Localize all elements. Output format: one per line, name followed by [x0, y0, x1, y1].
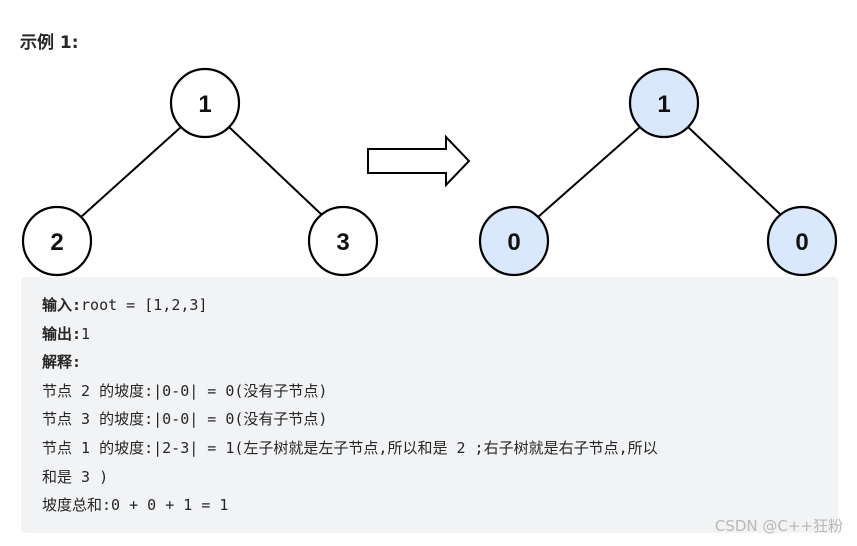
input-line: 输入:root = [1,2,3] — [42, 291, 816, 320]
input-label: 输入: — [42, 296, 82, 314]
tree-node-circle — [628, 67, 700, 139]
tree-node-circle — [307, 205, 379, 277]
tree-edge — [687, 126, 782, 216]
tree-figure: 1 2 3 1 0 0 — [21, 67, 838, 277]
explanation-line: 坡度总和:0 + 0 + 1 = 1 — [42, 496, 229, 515]
tree-node-label: 3 — [336, 229, 349, 256]
tree-node-label: 1 — [198, 91, 211, 118]
tree-node-circle — [21, 205, 93, 277]
input-tree: 1 2 3 — [21, 67, 379, 277]
example-heading: 示例 1: — [20, 33, 79, 53]
tree-node-label: 1 — [657, 91, 670, 118]
csdn-watermark: CSDN @C++狂粉 — [714, 517, 843, 535]
output-line: 输出:1 — [42, 320, 816, 349]
right-arrow-icon — [367, 134, 471, 188]
tree-node-circle — [478, 205, 550, 277]
tree-node-label: 0 — [795, 229, 808, 256]
explanation-line: 节点 1 的坡度:|2-3| = 1(左子树就是左子节点,所以和是 2 ;右子树… — [42, 438, 658, 457]
explanation-line: 节点 2 的坡度:|0-0| = 0(没有子节点) — [42, 381, 328, 400]
output-value: 1 — [81, 324, 91, 343]
explanation-line: 节点 3 的坡度:|0-0| = 0(没有子节点) — [42, 410, 328, 429]
tree-edge — [537, 126, 641, 218]
explanation-line: 和是 3 ) — [42, 467, 109, 486]
example-code-block: 输入:root = [1,2,3] 输出:1 解释: 节点 2 的坡度:|0-0… — [21, 277, 838, 533]
tree-edge — [228, 126, 323, 216]
explain-line: 解释: — [42, 348, 816, 377]
tree-node-label: 0 — [507, 229, 520, 256]
tree-node-circle — [169, 67, 241, 139]
tree-node-circle — [766, 205, 838, 277]
output-label: 输出: — [42, 324, 82, 343]
output-tree: 1 0 0 — [478, 67, 838, 277]
tree-node-label: 2 — [50, 229, 63, 256]
input-value: root = [1,2,3] — [81, 296, 208, 314]
tree-edge — [80, 126, 182, 218]
explain-label: 解释: — [42, 353, 82, 372]
